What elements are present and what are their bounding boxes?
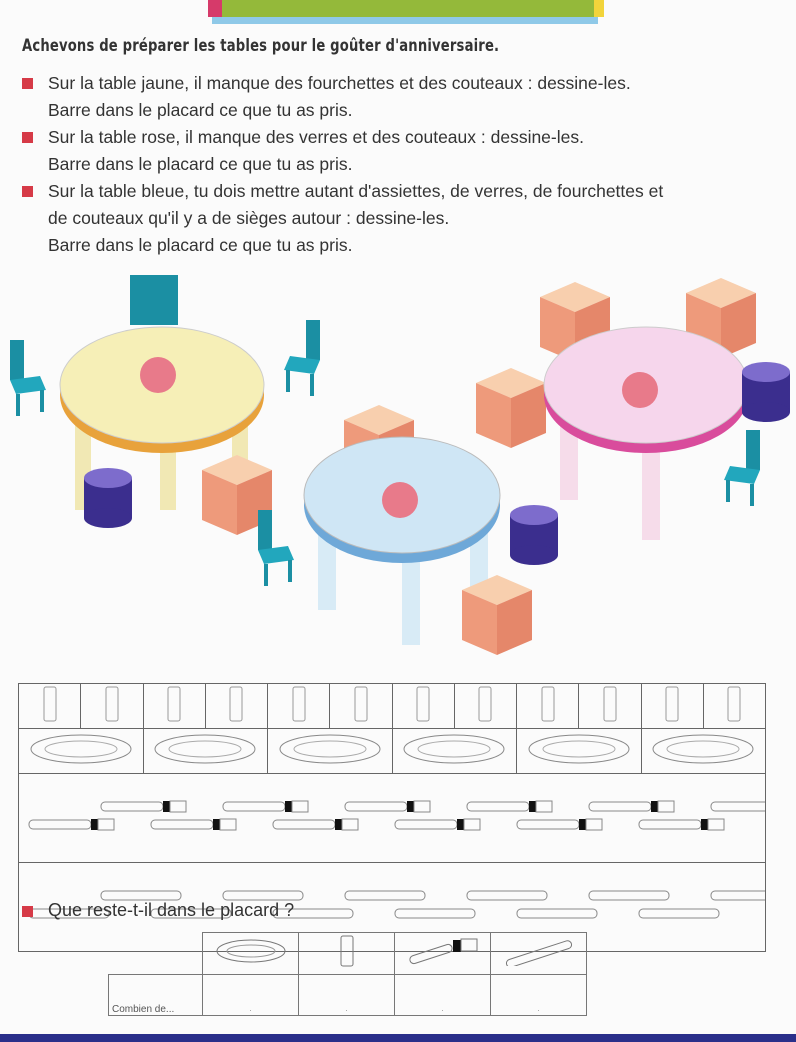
bullet-icon xyxy=(22,186,33,197)
knife-icon[interactable] xyxy=(516,908,598,918)
knife-icon[interactable] xyxy=(272,908,354,918)
glass-cell[interactable] xyxy=(702,683,767,729)
instruction-line: Barre dans le placard ce que tu as pris. xyxy=(48,100,353,120)
plate-cell[interactable] xyxy=(142,728,268,774)
answer-cell[interactable]: . xyxy=(490,974,587,1016)
glass-cell[interactable] xyxy=(640,683,704,729)
plate-cell[interactable] xyxy=(640,728,766,774)
bullet-icon xyxy=(22,132,33,143)
knife-icon[interactable] xyxy=(344,890,426,900)
instruction-3: Sur la table bleue, tu dois mettre autan… xyxy=(22,178,663,259)
glass-cell[interactable] xyxy=(453,683,518,729)
box-seat xyxy=(462,575,532,655)
fork-icon[interactable] xyxy=(466,800,553,812)
fork-icon[interactable] xyxy=(150,818,237,830)
instruction-line: Sur la table bleue, tu dois mettre autan… xyxy=(48,181,664,201)
stool xyxy=(510,505,558,565)
instruction-line: Barre dans le placard ce que tu as pris. xyxy=(48,235,353,255)
row-label: Combien de... xyxy=(108,974,203,1016)
answer-cell[interactable]: . xyxy=(298,974,395,1016)
knife-icon[interactable] xyxy=(588,890,670,900)
glass-cell[interactable] xyxy=(266,683,331,729)
instruction-line: Barre dans le placard ce que tu as pris. xyxy=(48,154,353,174)
plate-cell[interactable] xyxy=(267,728,393,774)
answer-cell[interactable]: . xyxy=(202,974,299,1016)
question-text: Que reste-t-il dans le placard ? xyxy=(48,900,295,920)
chair xyxy=(284,320,320,396)
chair xyxy=(258,510,294,586)
plate-cell[interactable] xyxy=(516,728,642,774)
glass-cell[interactable] xyxy=(329,683,393,729)
fork-icon[interactable] xyxy=(272,818,359,830)
box-seat xyxy=(476,368,546,448)
stool xyxy=(742,362,790,422)
blank: . xyxy=(441,1003,444,1013)
glass-cell[interactable] xyxy=(142,683,206,729)
yellow-table xyxy=(59,275,265,510)
remaining-table: Combien de... . . . . xyxy=(108,932,587,1016)
bullet-icon xyxy=(22,906,33,917)
blank: . xyxy=(537,1003,540,1013)
fork-icon[interactable] xyxy=(344,800,431,812)
plate-cell[interactable] xyxy=(391,728,517,774)
knife-icon[interactable] xyxy=(222,890,304,900)
blank: . xyxy=(249,1003,252,1013)
fork-icon[interactable] xyxy=(222,800,309,812)
knife-icon[interactable] xyxy=(394,908,476,918)
answer-cell[interactable]: . xyxy=(394,974,491,1016)
glass-cell[interactable] xyxy=(391,683,455,729)
fork-icon[interactable] xyxy=(710,800,796,812)
question: Que reste-t-il dans le placard ? xyxy=(22,900,294,921)
knife-icon[interactable] xyxy=(638,908,720,918)
fork-icon xyxy=(394,932,491,975)
plate-cell[interactable] xyxy=(18,728,144,774)
knife-icon xyxy=(490,932,587,975)
glass-cell[interactable] xyxy=(80,683,144,729)
blank: . xyxy=(345,1003,348,1013)
glass-cell[interactable] xyxy=(17,683,82,729)
pink-table xyxy=(543,326,749,540)
blue-table xyxy=(303,436,501,645)
footer-bar xyxy=(0,1034,796,1042)
tables-illustration xyxy=(10,275,790,655)
knife-icon[interactable] xyxy=(466,890,548,900)
fork-icon[interactable] xyxy=(394,818,481,830)
instruction-1: Sur la table jaune, il manque des fourch… xyxy=(22,70,631,124)
instruction-line: Sur la table jaune, il manque des fourch… xyxy=(48,73,631,93)
glass-icon xyxy=(298,932,395,975)
stool xyxy=(84,468,132,528)
header-banner-green xyxy=(208,0,604,17)
glass-cell[interactable] xyxy=(204,683,269,729)
chair xyxy=(724,430,760,506)
fork-icon[interactable] xyxy=(28,818,115,830)
instruction-line: Sur la table rose, il manque des verres … xyxy=(48,127,584,147)
fork-icon[interactable] xyxy=(588,800,675,812)
knife-icon[interactable] xyxy=(150,908,232,918)
fork-icon[interactable] xyxy=(516,818,603,830)
instruction-2: Sur la table rose, il manque des verres … xyxy=(22,124,584,178)
fork-row xyxy=(18,773,796,863)
knife-icon[interactable] xyxy=(710,890,792,900)
plate-icon xyxy=(202,932,299,975)
knife-icon[interactable] xyxy=(100,890,182,900)
bullet-icon xyxy=(22,78,33,89)
instruction-line: de couteaux qu'il y a de sièges autour :… xyxy=(48,208,450,228)
page-title: Achevons de préparer les tables pour le … xyxy=(22,36,500,56)
chair xyxy=(10,340,46,416)
fork-icon[interactable] xyxy=(638,818,725,830)
glass-cell[interactable] xyxy=(515,683,580,729)
glass-cell[interactable] xyxy=(578,683,642,729)
fork-icon[interactable] xyxy=(100,800,187,812)
